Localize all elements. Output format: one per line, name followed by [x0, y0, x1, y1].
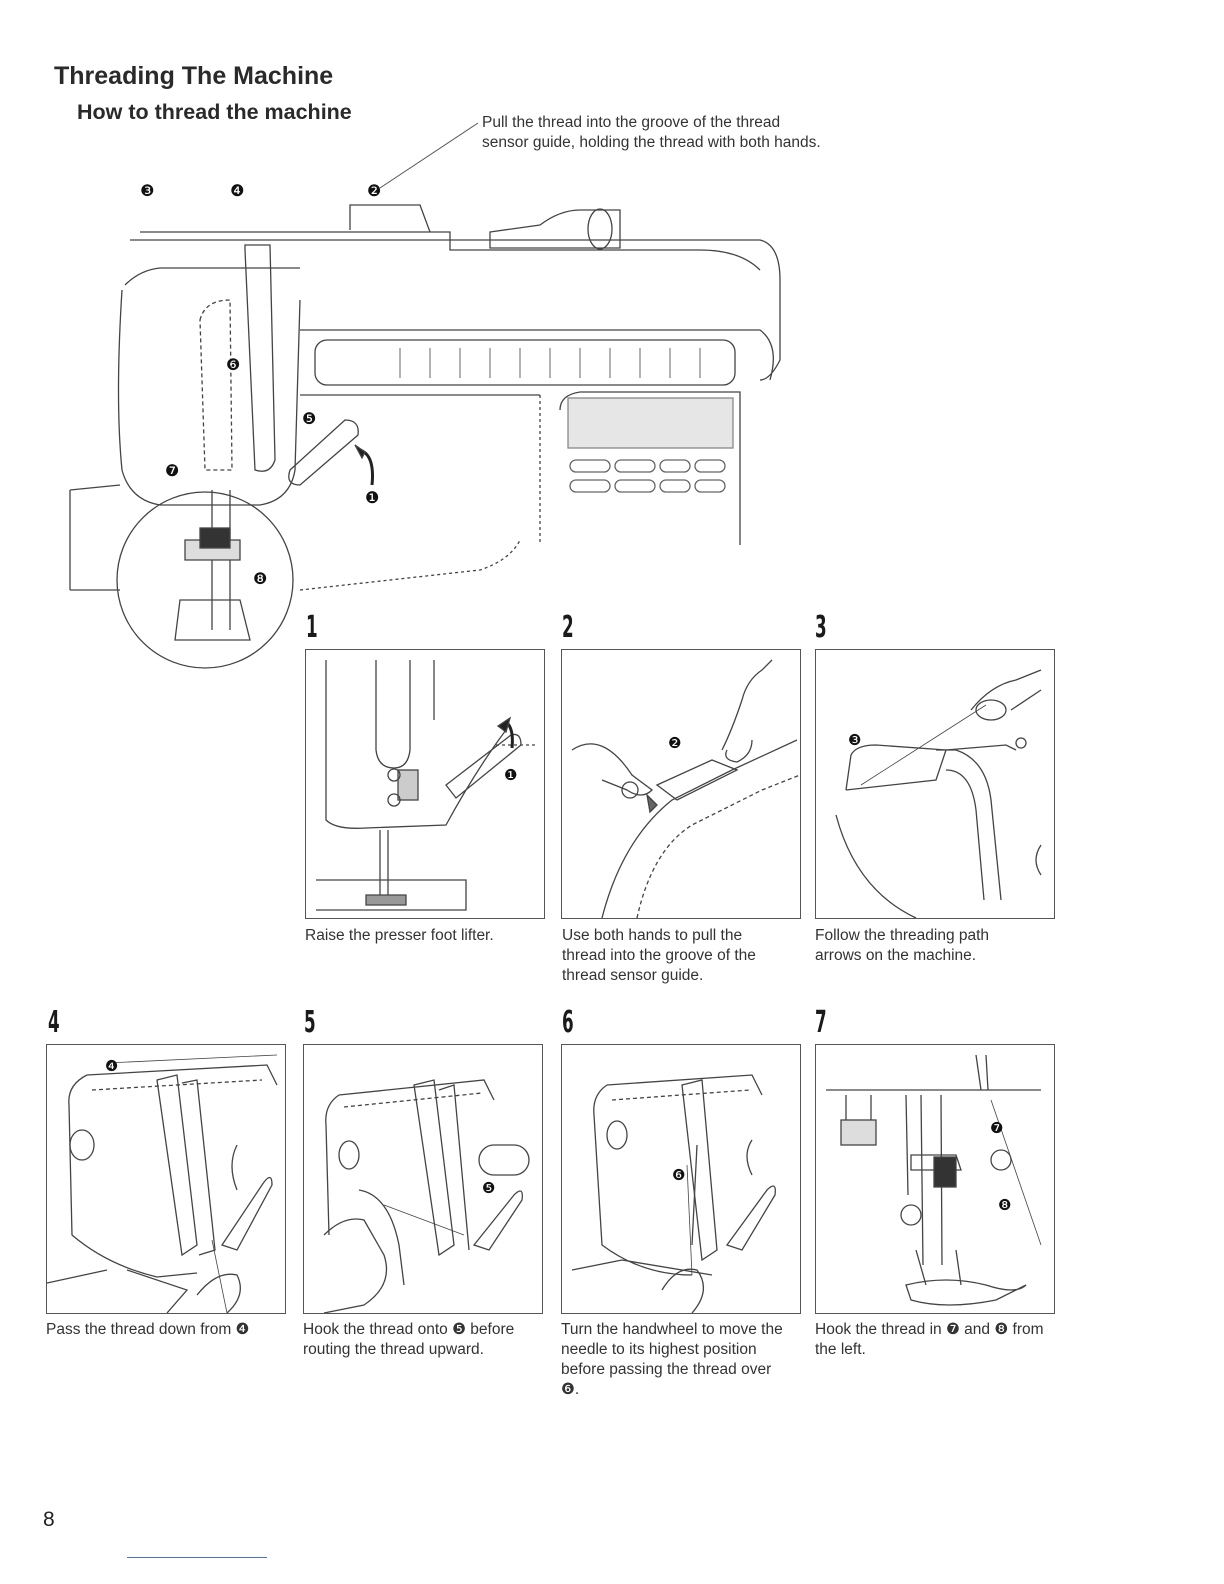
overview-marker-6: ❻ [226, 355, 240, 374]
step-6-marker: ❻ [672, 1166, 685, 1184]
overview-marker-5: ❺ [302, 409, 316, 428]
step-7-caption: Hook the thread in ❼ and ❽ from the left… [815, 1321, 1044, 1358]
overview-marker-8: ❽ [253, 569, 267, 588]
step-3-caption: Follow the threading path arrows on the … [815, 927, 990, 964]
overview-marker-4: ❹ [230, 181, 244, 200]
overview-marker-3: ❸ [140, 181, 154, 200]
section-subtitle: How to thread the machine [77, 100, 352, 124]
step-4-marker: ❹ [105, 1057, 118, 1075]
overview-marker-1: ❶ [365, 488, 379, 507]
step-2-number: 2 [562, 610, 574, 645]
step-1-illustration: ❶ [305, 649, 545, 919]
step-3-marker: ❸ [848, 731, 861, 749]
step-5-illustration: ❺ [303, 1044, 543, 1314]
page-title: Threading The Machine [54, 62, 334, 90]
overview-callout: Pull the thread into the groove of the t… [482, 114, 821, 151]
step-6-illustration: ❻ [561, 1044, 801, 1314]
step-7-marker-8: ❽ [998, 1196, 1011, 1214]
step-7-marker-7: ❼ [990, 1119, 1003, 1137]
step-1-marker: ❶ [504, 766, 517, 784]
step-4-illustration: ❹ [46, 1044, 286, 1314]
machine-overview-illustration: ❸ ❹ ❷ ❻ ❺ ❶ ❼ ❽ [69, 122, 781, 669]
page-number: 8 [43, 1508, 55, 1531]
step-1-caption: Raise the presser foot lifter. [305, 927, 494, 944]
step-7-illustration: ❼ ❽ [815, 1044, 1055, 1314]
step-5-number: 5 [304, 1005, 316, 1040]
overview-marker-7: ❼ [165, 461, 179, 480]
step-5-marker: ❺ [482, 1179, 495, 1197]
step-2-caption: Use both hands to pull the thread into t… [562, 927, 756, 984]
step-3-illustration: ❸ [815, 649, 1055, 919]
step-4-number: 4 [48, 1005, 60, 1040]
footer-rule [127, 1557, 267, 1558]
step-5-caption: Hook the thread onto ❺ before routing th… [303, 1321, 515, 1358]
step-3-number: 3 [815, 610, 827, 645]
step-2-illustration: ❷ [561, 649, 801, 919]
step-1-number: 1 [306, 610, 318, 645]
overview-marker-2: ❷ [367, 181, 381, 200]
step-6-caption: Turn the handwheel to move the needle to… [561, 1321, 783, 1398]
step-6-number: 6 [562, 1005, 574, 1040]
step-7-number: 7 [815, 1005, 827, 1040]
step-2-marker: ❷ [668, 734, 681, 752]
step-4-caption: Pass the thread down from ❹ [46, 1321, 250, 1338]
